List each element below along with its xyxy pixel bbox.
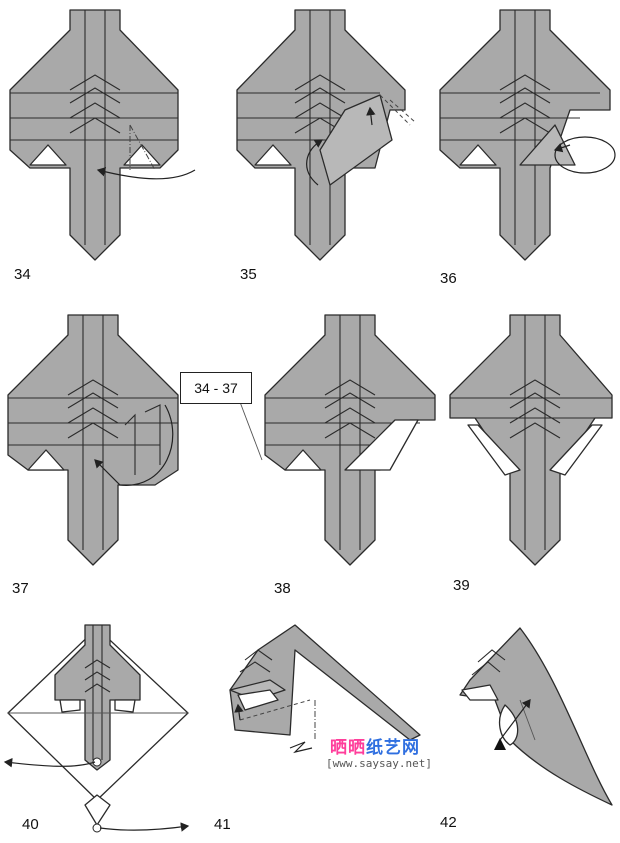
step-number-40: 40 [22,816,39,833]
step-number-37: 37 [12,580,29,597]
step-number-41: 41 [214,816,231,833]
watermark-url: [www.saysay.net] [326,757,432,770]
step-34-figure [9,9,196,261]
step-40-figure [3,624,190,833]
step-38-figure [264,314,436,566]
step-number-34: 34 [14,266,31,283]
step-number-35: 35 [240,266,257,283]
watermark-title-part2: 纸艺网 [366,738,420,757]
step-36-figure [439,9,616,261]
step-number-39: 39 [453,577,470,594]
step-42-figure [459,627,613,806]
step-number-36: 36 [440,270,457,287]
step-41-figure [229,624,421,754]
step-range-callout: 34 - 37 [180,372,252,404]
step-39-figure [449,314,613,566]
watermark-title: 晒晒纸艺网 [330,733,420,758]
step-number-38: 38 [274,580,291,597]
step-number-42: 42 [440,814,457,831]
step-37-figure [7,314,179,566]
watermark-title-part1: 晒晒 [330,738,366,757]
step-35-figure [236,9,416,261]
callout-leader [239,401,263,461]
